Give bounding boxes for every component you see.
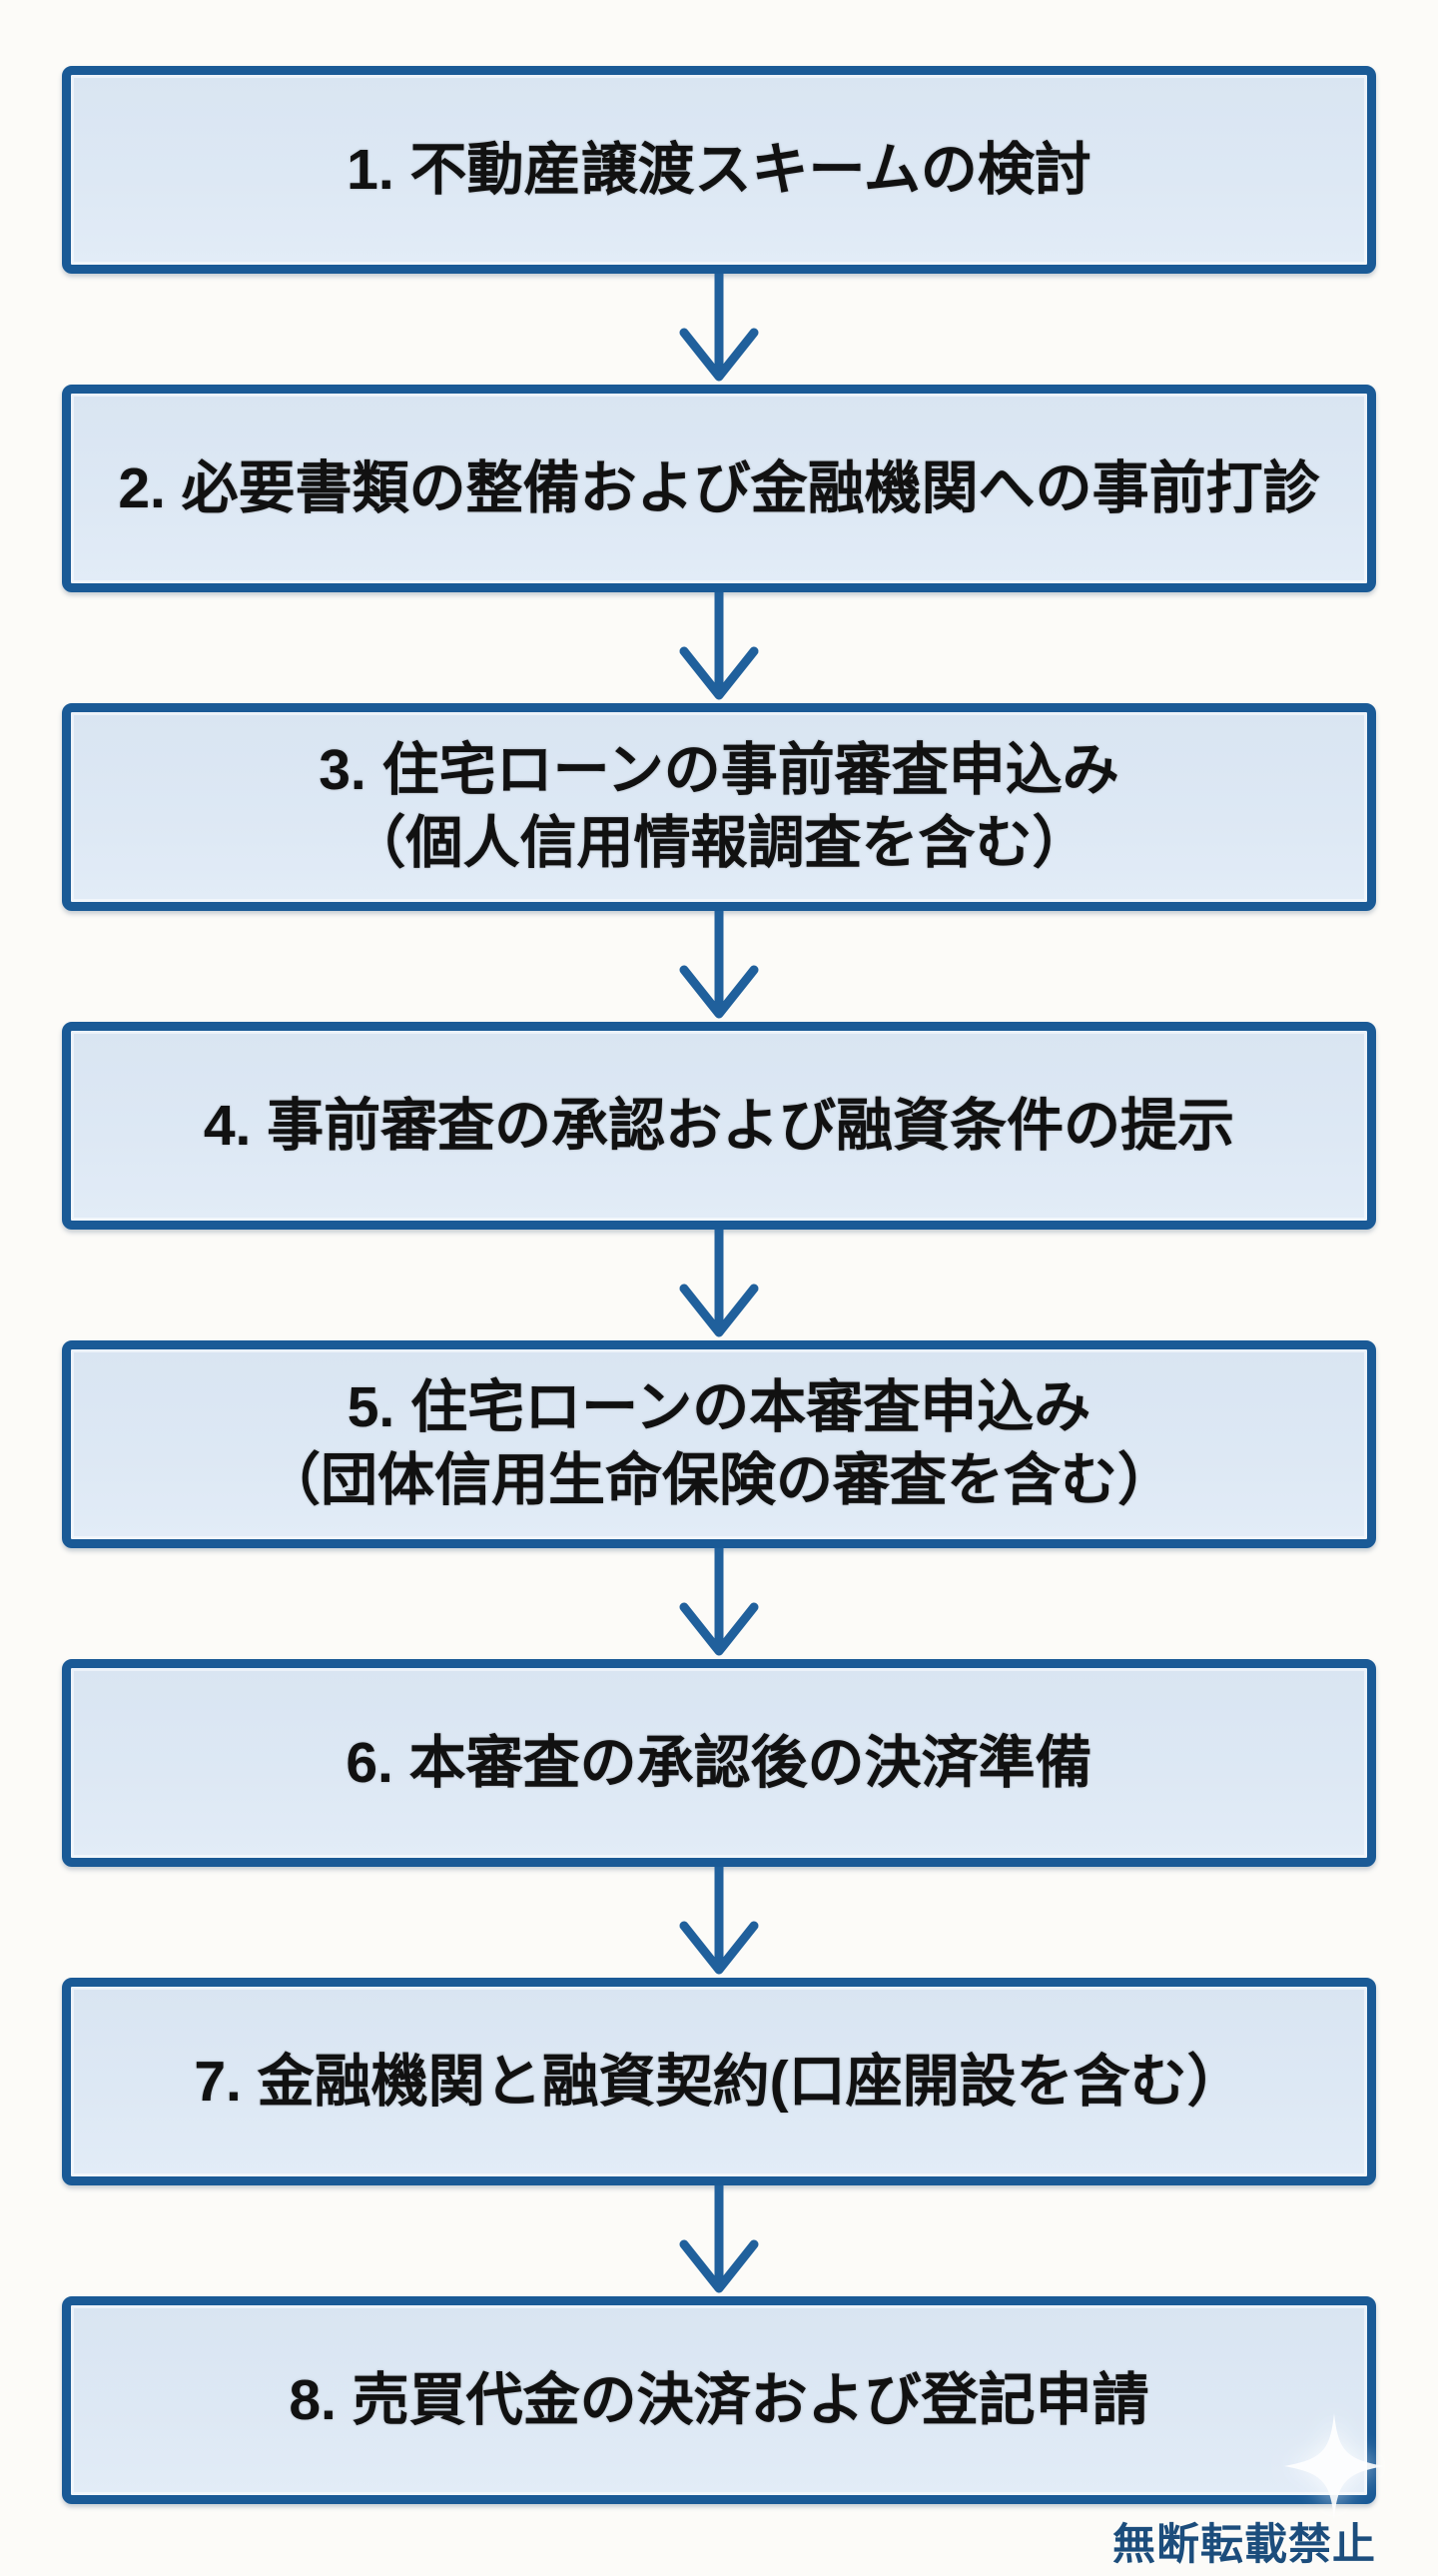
flow-step-3-label: 3. 住宅ローンの事前審査申込み （個人信用情報調査を含む） <box>319 738 1119 875</box>
copyright-watermark: 無断転載禁止 <box>1112 2521 1376 2569</box>
flow-step-6-label: 6. 本審査の承認後の決済準備 <box>346 1730 1092 1795</box>
down-arrow-icon <box>679 274 759 382</box>
flow-step-8-label: 8. 売買代金の決済および登記申請 <box>289 2367 1149 2432</box>
down-arrow-icon <box>679 2185 759 2293</box>
flow-step-4-label: 4. 事前審査の承認および融資条件の提示 <box>203 1093 1235 1158</box>
down-arrow-7 <box>677 2185 761 2296</box>
down-arrow-6 <box>677 1867 761 1978</box>
down-arrow-5 <box>677 1548 761 1659</box>
flow-step-1-label: 1. 不動産譲渡スキームの検討 <box>347 137 1091 202</box>
flow-step-5: 5. 住宅ローンの本審査申込み （団体信用生命保険の審査を含む） <box>62 1340 1376 1548</box>
down-arrow-icon <box>679 1867 759 1975</box>
down-arrow-1 <box>677 274 761 385</box>
flow-step-7-label: 7. 金融機関と融資契約(口座開設を含む） <box>194 2049 1244 2114</box>
flow-step-4: 4. 事前審査の承認および融資条件の提示 <box>62 1022 1376 1230</box>
flow-step-6: 6. 本審査の承認後の決済準備 <box>62 1659 1376 1867</box>
down-arrow-3 <box>677 911 761 1022</box>
loan-process-flowchart: 1. 不動産譲渡スキームの検討 2. 必要書類の整備および金融機関への事前打診 … <box>62 0 1376 2504</box>
down-arrow-icon <box>679 911 759 1019</box>
down-arrow-icon <box>679 1548 759 1656</box>
flow-step-1: 1. 不動産譲渡スキームの検討 <box>62 66 1376 274</box>
flow-step-2: 2. 必要書類の整備および金融機関への事前打診 <box>62 385 1376 592</box>
down-arrow-icon <box>679 592 759 700</box>
down-arrow-icon <box>679 1230 759 1337</box>
flow-step-5-label: 5. 住宅ローンの本審査申込み （団体信用生命保険の審査を含む） <box>264 1375 1174 1512</box>
down-arrow-2 <box>677 592 761 703</box>
flow-step-7: 7. 金融機関と融資契約(口座開設を含む） <box>62 1978 1376 2185</box>
down-arrow-4 <box>677 1230 761 1340</box>
flow-step-2-label: 2. 必要書類の整備および金融機関への事前打診 <box>118 455 1320 520</box>
flow-step-8: 8. 売買代金の決済および登記申請 <box>62 2296 1376 2504</box>
flow-step-3: 3. 住宅ローンの事前審査申込み （個人信用情報調査を含む） <box>62 703 1376 911</box>
